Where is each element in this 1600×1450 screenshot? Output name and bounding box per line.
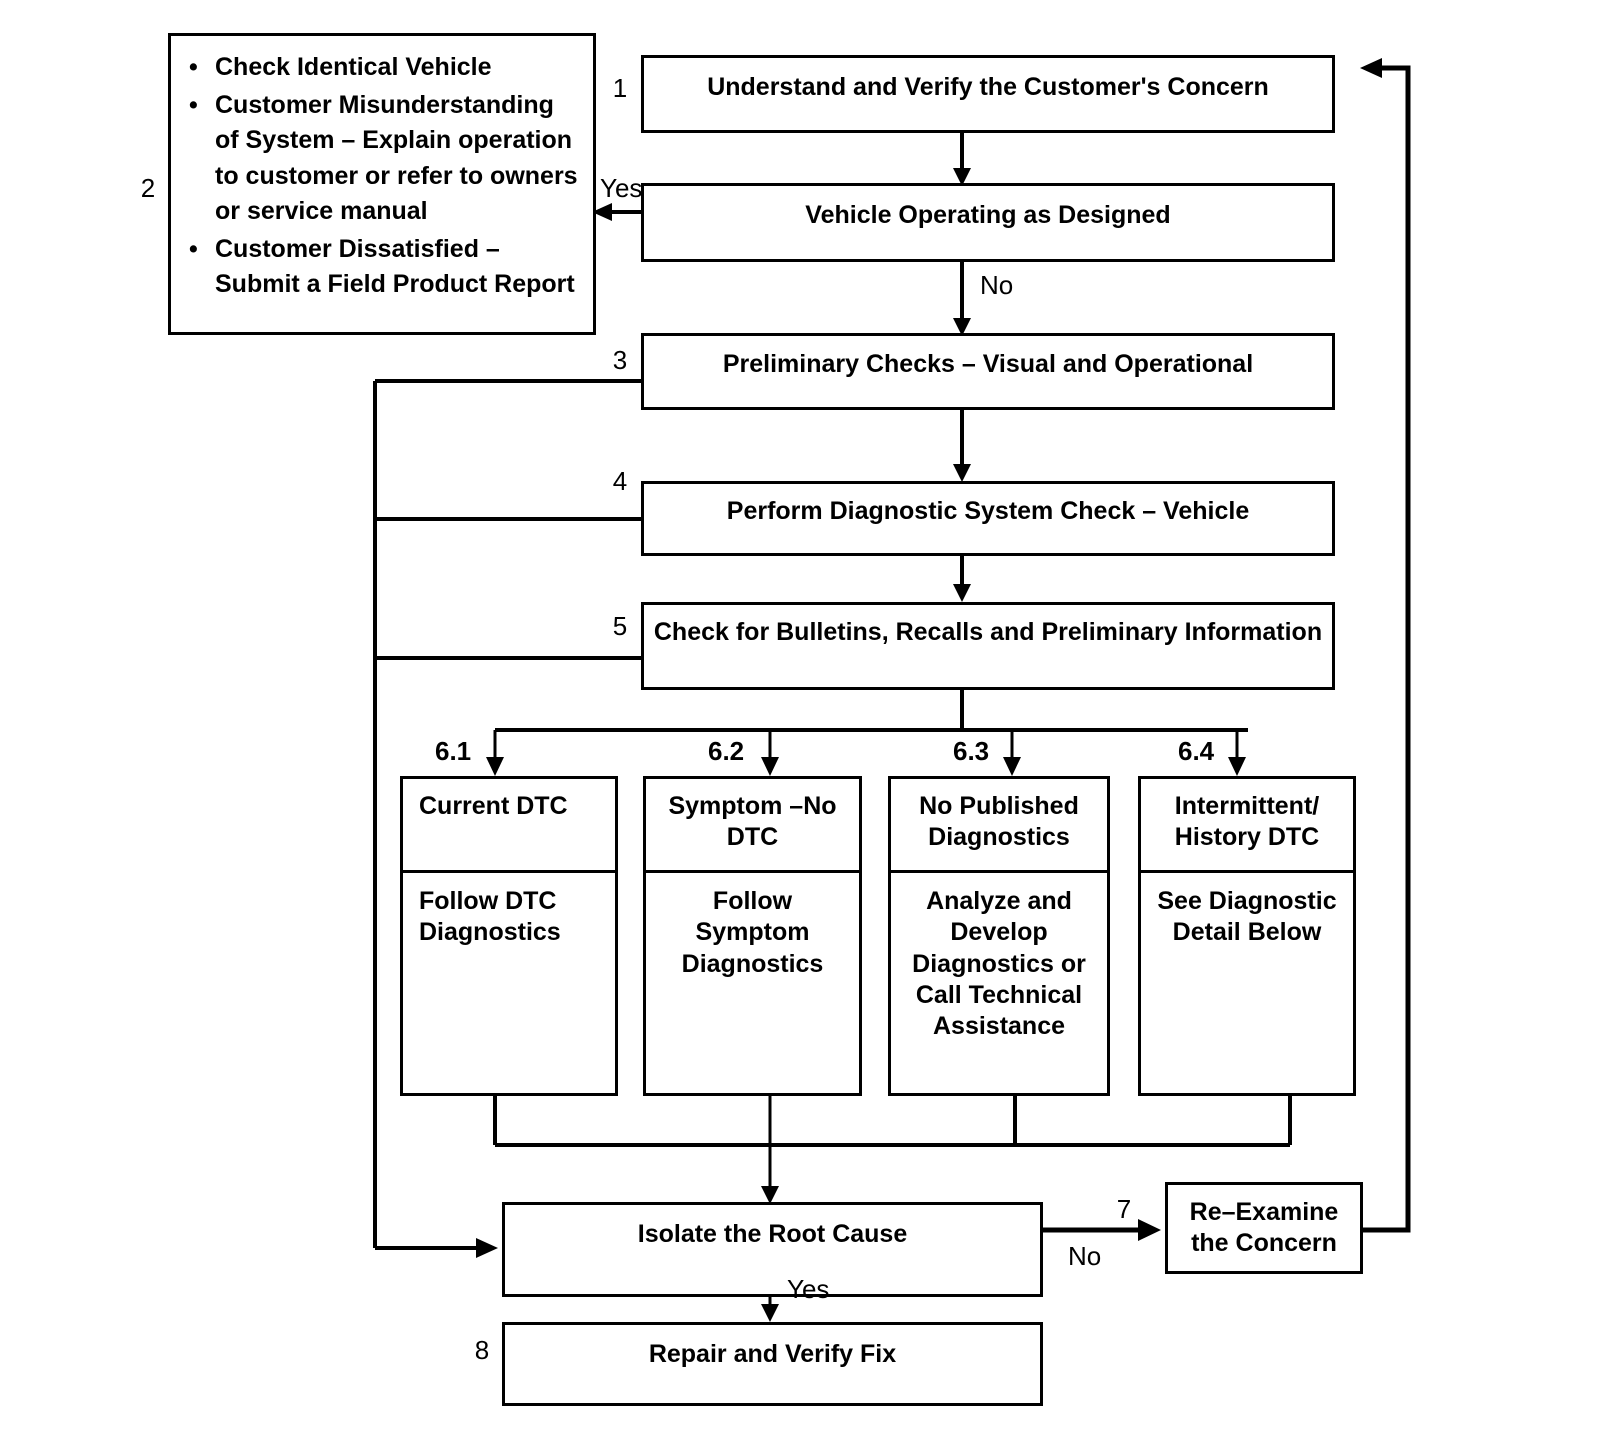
step-number-4: 4 [612,466,628,496]
step-box-body: Follow Symptom Diagnostics [681,887,824,978]
step-box-vehicle-operating-as-designed: Vehicle Operating as Designed [641,183,1335,262]
edge-label-yes-to-notes: Yes [600,173,643,203]
step-box-repair-verify-fix: Repair and Verify Fix [502,1322,1043,1406]
step-box-head: Symptom –No DTC [668,792,837,852]
divider [643,870,862,873]
step-box-label: Isolate the Root Cause [637,1220,908,1248]
step-box-check-bulletins-recalls: Check for Bulletins, Recalls and Prelimi… [641,602,1335,690]
step-box-preliminary-checks: Preliminary Checks – Visual and Operatio… [641,333,1335,410]
notes-box-step-2: Check Identical Vehicle Customer Misunde… [168,33,596,335]
step-number-1: 1 [612,73,628,103]
divider [1138,870,1356,873]
step-box-intermittent-history-dtc: Intermittent/ History DTC See Diagnostic… [1138,776,1356,1096]
step-box-isolate-root-cause: Isolate the Root Cause [502,1202,1043,1297]
edge-label-no-to-reexamine: No [1068,1241,1102,1271]
step-box-body: Analyze and Develop Diagnostics or Call … [912,887,1086,1040]
step-number-6-1: 6.1 [435,736,472,766]
step-box-label: Re–Examine the Concern [1189,1198,1339,1258]
step-number-3: 3 [612,345,628,375]
step-box-label: Understand and Verify the Customer's Con… [707,73,1269,101]
step-number-6-2: 6.2 [708,736,745,766]
step-number-2: 2 [140,173,156,203]
step-box-head: Intermittent/ History DTC [1174,792,1320,852]
step-box-no-published-diagnostics: No Published Diagnostics Analyze and Dev… [888,776,1110,1096]
step-box-re-examine-concern: Re–Examine the Concern [1165,1182,1363,1274]
step-box-body: See Diagnostic Detail Below [1157,887,1337,947]
step-number-7: 7 [1116,1194,1132,1224]
notes-list: Check Identical Vehicle Customer Misunde… [171,36,593,303]
step-box-label: Repair and Verify Fix [648,1340,897,1368]
step-box-current-dtc: Current DTC Follow DTC Diagnostics [400,776,618,1096]
list-item: Check Identical Vehicle [189,50,579,86]
step-box-perform-diagnostic-system-check: Perform Diagnostic System Check – Vehicl… [641,481,1335,556]
edge-label-no-to-preliminary: No [980,270,1014,300]
step-number-6-3: 6.3 [953,736,990,766]
step-box-label: Preliminary Checks – Visual and Operatio… [722,350,1254,378]
step-number-8: 8 [474,1335,490,1365]
divider [888,870,1110,873]
step-number-5: 5 [612,611,628,641]
step-box-label: Check for Bulletins, Recalls and Prelimi… [653,618,1323,646]
divider [400,870,618,873]
step-box-symptom-no-dtc: Symptom –No DTC Follow Symptom Diagnosti… [643,776,862,1096]
step-box-understand-verify-concern: Understand and Verify the Customer's Con… [641,55,1335,133]
step-number-6-4: 6.4 [1178,736,1215,766]
list-item: Customer Dissatisfied – Submit a Field P… [189,232,579,303]
edge-label-yes-to-repair: Yes [787,1274,830,1304]
list-item: Customer Misunderstanding of System – Ex… [189,88,579,230]
step-box-label: Vehicle Operating as Designed [805,201,1171,229]
step-box-label: Perform Diagnostic System Check – Vehicl… [726,497,1250,525]
step-box-head: Current DTC [419,792,568,820]
step-box-body: Follow DTC Diagnostics [419,887,561,947]
step-box-head: No Published Diagnostics [919,792,1079,852]
